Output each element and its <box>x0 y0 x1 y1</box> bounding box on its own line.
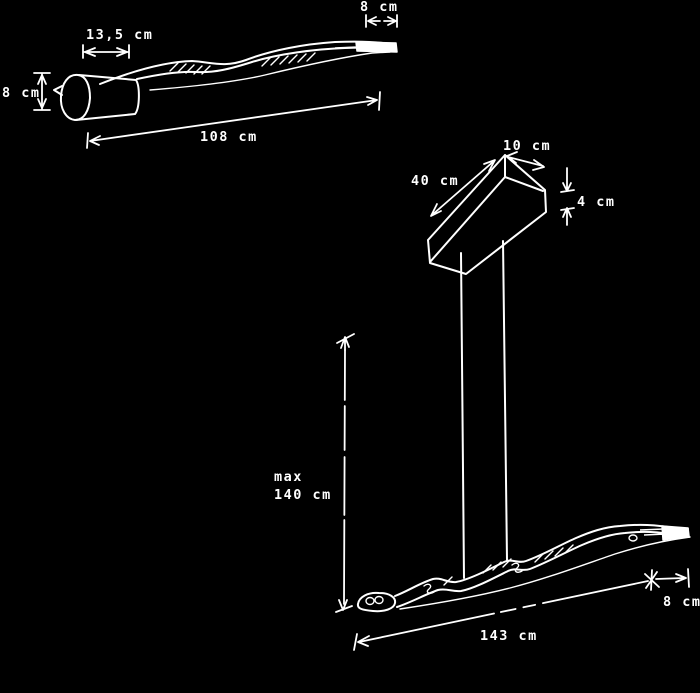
suspension-rod-left <box>460 252 465 579</box>
dim-main-end-width-label: 8 cm <box>663 594 700 610</box>
dim-side-height: 8 cm <box>2 72 51 111</box>
lamp-body-bottom-edge <box>396 530 690 608</box>
side-cylinder-body <box>75 74 140 121</box>
dim-main-length: 143 cm <box>353 569 660 651</box>
dim-canopy-width-label: 10 cm <box>503 138 551 154</box>
dim-side-length-arrow <box>86 91 381 149</box>
dim-tube-length-label: 13,5 cm <box>86 27 153 43</box>
lamp-body <box>356 523 691 613</box>
dim-max-drop-label-line2: 140 cm <box>274 487 332 503</box>
dim-max-drop: max 140 cm <box>274 333 355 613</box>
dim-canopy-length-arrow <box>430 159 496 217</box>
lamp-body-clips <box>423 534 638 594</box>
dim-side-height-label: 8 cm <box>2 85 41 101</box>
side-band-top-edge <box>99 40 396 85</box>
side-cylinder-tip <box>53 85 63 96</box>
dim-side-height-arrow <box>33 72 51 111</box>
dim-main-length-line <box>358 580 649 643</box>
suspension-rods <box>460 240 508 579</box>
lamp-body-hatching <box>443 544 574 586</box>
dim-canopy-length: 40 cm <box>411 159 496 217</box>
dim-canopy-length-label: 40 cm <box>411 173 459 189</box>
dim-tube-length-arrow <box>82 44 130 59</box>
side-band-end-cap <box>334 41 398 53</box>
dim-side-length: 108 cm <box>86 91 381 149</box>
dim-max-drop-arrowheads <box>335 333 355 613</box>
dim-main-length-ends <box>353 569 660 651</box>
dim-main-length-label: 143 cm <box>480 628 538 644</box>
lamp-body-under-line <box>399 536 691 610</box>
dim-tube-length: 13,5 cm <box>82 27 153 59</box>
side-band-hatching <box>169 52 316 75</box>
dim-side-length-label: 108 cm <box>200 129 258 145</box>
dim-side-end-width: 8 cm <box>360 0 399 28</box>
dim-canopy-height-arrow <box>560 167 575 226</box>
dim-max-drop-label-line1: max <box>274 469 303 485</box>
dim-canopy-height-label: 4 cm <box>577 194 616 210</box>
dim-canopy-width: 10 cm <box>503 138 551 171</box>
side-view-lamp <box>53 40 398 121</box>
side-cylinder-end <box>59 73 91 121</box>
dim-main-end-width: 8 cm <box>655 568 700 610</box>
lamp-body-left-coil <box>365 595 384 606</box>
canopy-outline <box>427 154 547 275</box>
dim-main-end-width-arrow <box>655 568 690 588</box>
dim-max-drop-line <box>343 349 346 605</box>
ceiling-canopy <box>427 154 547 275</box>
lamp-body-top-edge <box>394 523 689 597</box>
lamp-body-right-end-cap <box>639 525 690 541</box>
dim-canopy-width-arrow <box>506 151 545 171</box>
lamp-body-left-end <box>356 591 397 613</box>
side-band-inner-line <box>149 51 391 91</box>
dim-side-end-width-label: 8 cm <box>360 0 399 15</box>
dim-canopy-height: 4 cm <box>560 167 616 226</box>
dim-side-end-width-arrow <box>365 14 398 28</box>
suspension-rod-right <box>502 240 508 561</box>
